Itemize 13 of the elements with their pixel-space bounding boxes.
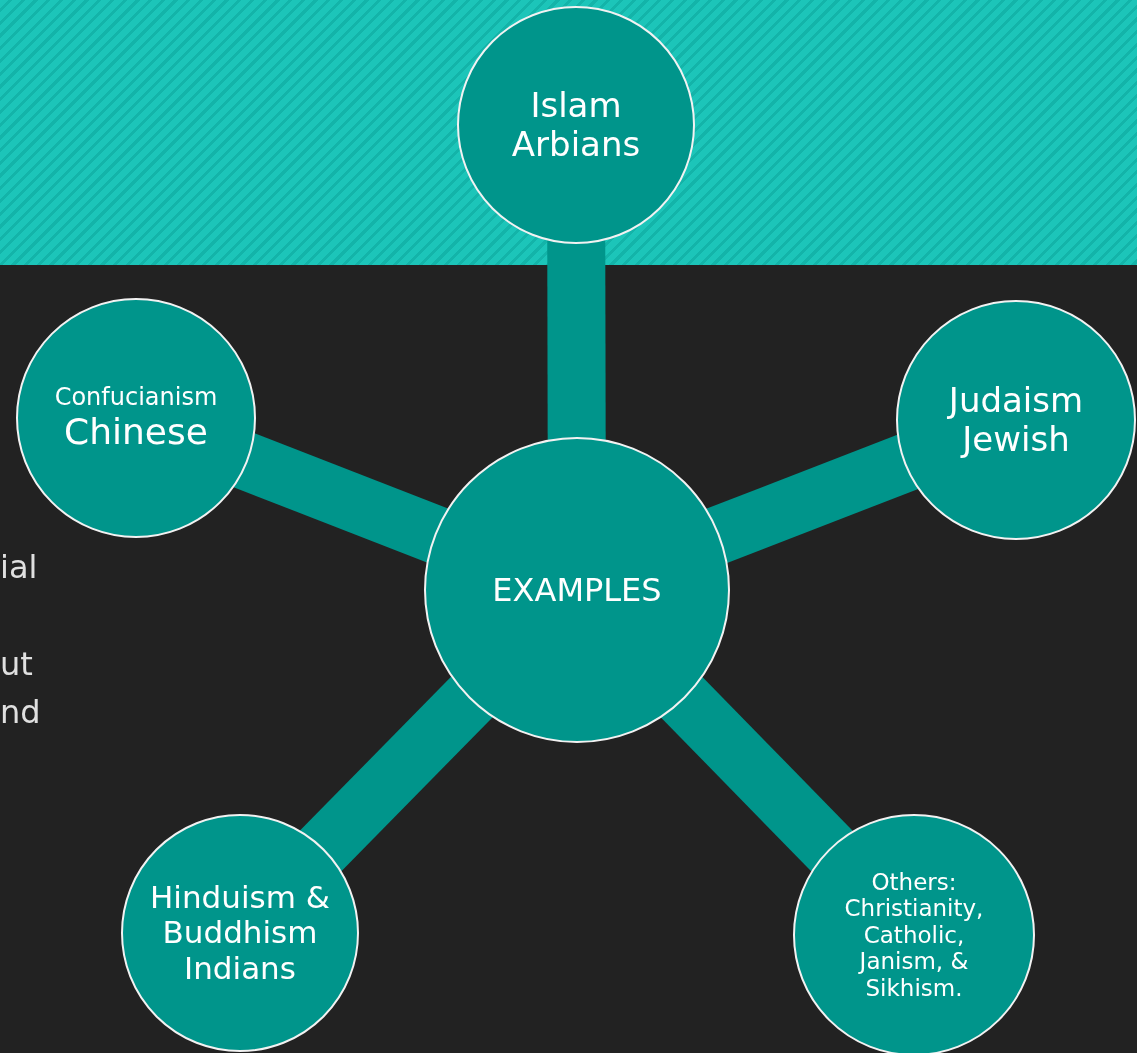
node-text: Chinese — [64, 411, 208, 453]
node-text: Confucianism — [54, 383, 218, 412]
node-text: EXAMPLES — [492, 571, 662, 609]
text-fragment: ut — [0, 645, 33, 683]
text-fragment: ial — [0, 548, 38, 586]
node-text: Judaism — [948, 380, 1084, 420]
text-fragment: nd — [0, 693, 41, 731]
node-text: Indians — [184, 950, 296, 987]
node-text: Islam — [530, 85, 622, 125]
node-text: Arbians — [511, 125, 641, 165]
node-text: Others: Christianity, Catholic, Janism, & Sikhism. — [843, 868, 985, 1002]
node-text: Jewish — [962, 420, 1070, 460]
node-text: Hinduism & Buddhism — [149, 879, 331, 951]
